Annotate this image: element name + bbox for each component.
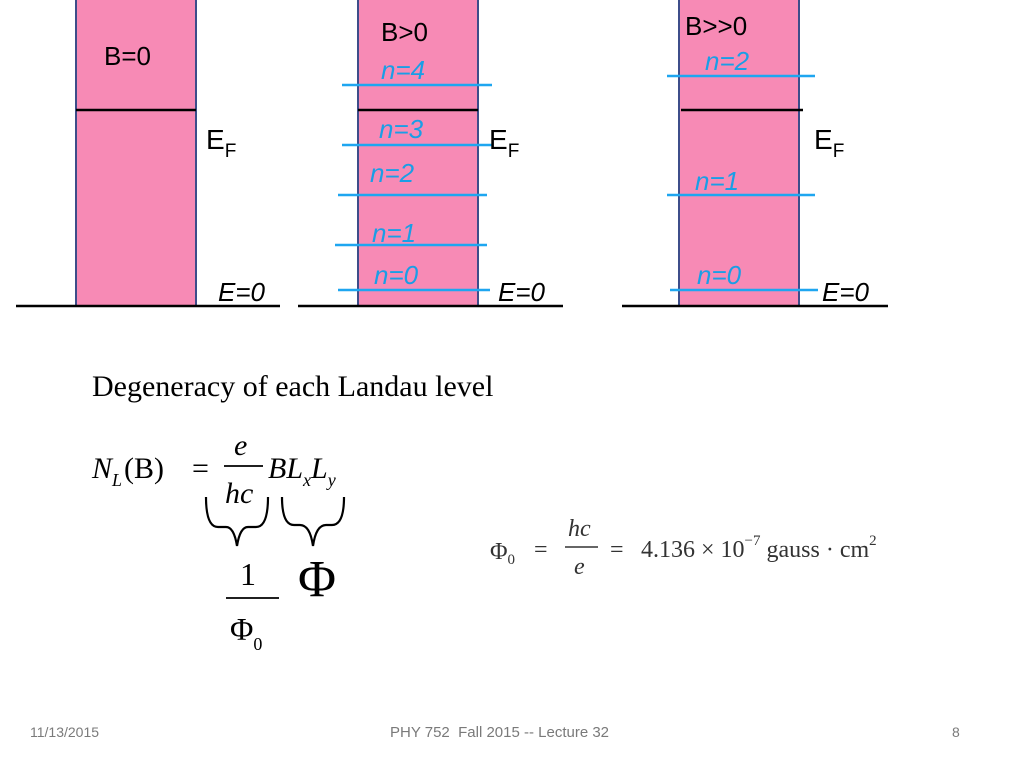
fermi-label: EF bbox=[814, 124, 844, 162]
underbrace-numerator: 1 bbox=[240, 556, 256, 592]
flux-equals-2: = bbox=[610, 537, 624, 563]
footer-date: 11/13/2015 bbox=[30, 724, 100, 740]
zero-energy-label: E=0 bbox=[822, 277, 870, 307]
footer-title: PHY 752 Fall 2015 -- Lecture 32 bbox=[390, 724, 610, 741]
energy-band bbox=[678, 0, 800, 307]
field-label: B>0 bbox=[381, 17, 428, 47]
flux-denominator: e bbox=[574, 554, 585, 580]
landau-label-n4: n=4 bbox=[381, 55, 425, 85]
flux-numerator: hc bbox=[568, 516, 591, 542]
landau-label-n1: n=1 bbox=[695, 166, 739, 196]
panel-b-zero: B=0 EF E=0 bbox=[16, 0, 280, 308]
equation-bl-term: BLxLy bbox=[268, 452, 336, 490]
panel-b-positive: B>0 n=4 n=3 n=2 n=1 n=0 EF E=0 bbox=[298, 0, 563, 308]
equation-equals: = bbox=[192, 452, 209, 485]
landau-label-n3: n=3 bbox=[379, 114, 424, 144]
zero-energy-label: E=0 bbox=[498, 277, 546, 307]
energy-band bbox=[357, 0, 479, 307]
landau-label-n2: n=2 bbox=[370, 158, 415, 188]
panel-b-strong: B>>0 n=2 n=1 n=0 EF E=0 bbox=[622, 0, 888, 308]
underbrace-left bbox=[204, 496, 270, 547]
fraction-denominator: hc bbox=[225, 477, 253, 510]
field-label: B=0 bbox=[104, 41, 151, 71]
energy-band bbox=[75, 0, 197, 307]
landau-label-n0: n=0 bbox=[374, 260, 419, 290]
underbrace-right bbox=[280, 496, 346, 547]
fermi-label: EF bbox=[489, 124, 519, 162]
page-number: 8 bbox=[952, 724, 960, 740]
equation-lhs: NL(B) bbox=[91, 452, 164, 490]
fermi-label: EF bbox=[206, 124, 236, 162]
field-label: B>>0 bbox=[685, 11, 747, 41]
landau-label-n2: n=2 bbox=[705, 46, 750, 76]
landau-label-n0: n=0 bbox=[697, 260, 742, 290]
landau-label-n1: n=1 bbox=[372, 218, 416, 248]
underbrace-denominator: Φ0 bbox=[230, 611, 262, 654]
degeneracy-equation: NL(B) = e hc BLxLy 1 Φ0 Φ bbox=[91, 429, 346, 654]
degeneracy-heading: Degeneracy of each Landau level bbox=[92, 370, 494, 403]
flux-symbol: Φ bbox=[298, 551, 336, 608]
fraction-numerator: e bbox=[234, 429, 247, 462]
flux-quantum-symbol: Φ0 bbox=[490, 539, 515, 568]
zero-energy-label: E=0 bbox=[218, 277, 266, 307]
flux-equals-1: = bbox=[534, 537, 548, 563]
